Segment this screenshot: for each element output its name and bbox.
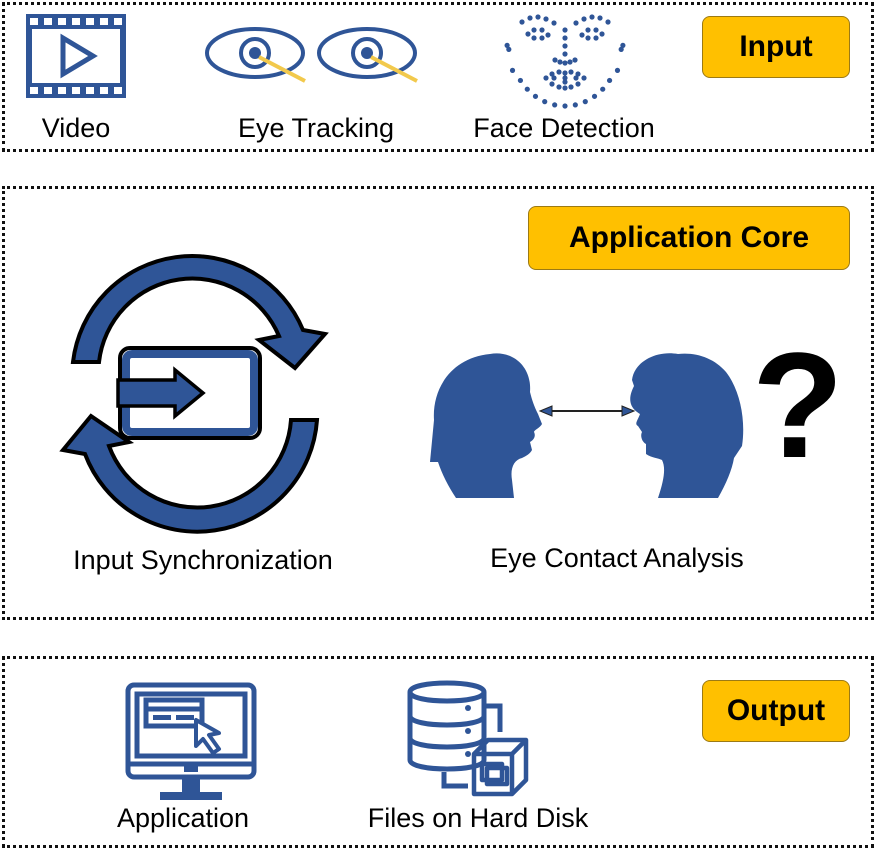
face-landmark-dot <box>562 51 568 57</box>
eye-tracking-icon <box>205 27 418 83</box>
face-landmark-dot <box>531 35 537 41</box>
face-landmark-dot <box>556 84 562 90</box>
face-landmark-dot <box>605 19 611 25</box>
face-landmarks-icon <box>504 14 626 109</box>
face-landmark-dot <box>527 15 533 21</box>
face-landmark-dot <box>579 32 585 38</box>
face-landmark-dot <box>545 32 551 38</box>
monitor-app-icon <box>125 682 257 800</box>
application-label: Application <box>116 803 250 833</box>
face-landmark-dot <box>585 35 591 41</box>
face-landmark-dot <box>573 20 579 26</box>
face-landmark-dot <box>504 42 510 48</box>
face-landmark-dot <box>552 102 558 108</box>
output-section <box>2 656 874 848</box>
eye-contact-label: Eye Contact Analysis <box>490 543 744 573</box>
input-tag: Input <box>702 16 850 78</box>
face-landmark-dot <box>567 59 573 65</box>
core-section <box>2 186 874 620</box>
face-landmark-dot <box>552 57 558 63</box>
face-landmark-dot <box>600 86 606 92</box>
face-landmark-dot <box>575 81 581 87</box>
face-landmark-dot <box>593 35 599 41</box>
face-landmark-dot <box>562 60 568 66</box>
face-landmark-dot <box>585 27 591 33</box>
face-landmark-dot <box>572 57 578 63</box>
face-landmark-dot <box>620 42 626 48</box>
face-landmark-dot <box>568 84 574 90</box>
face-landmark-dot <box>562 27 568 33</box>
face-landmark-dot <box>562 79 568 85</box>
face-landmark-dot <box>582 99 588 105</box>
database-icon <box>407 680 529 797</box>
face-landmark-dot <box>539 27 545 33</box>
face-landmark-dot <box>593 27 599 33</box>
face-landmark-dot <box>557 59 563 65</box>
face-landmark-dot <box>532 93 539 99</box>
face-detection-label: Face Detection <box>473 113 655 143</box>
face-landmark-dot <box>573 75 579 81</box>
face-landmark-dot <box>581 75 587 81</box>
eye-tracking-label: Eye Tracking <box>237 113 395 143</box>
face-landmark-dot <box>562 103 568 109</box>
video-icon <box>26 14 126 98</box>
face-landmark-dot <box>543 75 549 81</box>
question-mark: ? <box>752 321 844 489</box>
face-landmark-dot <box>599 31 605 37</box>
face-landmark-dot <box>506 46 512 52</box>
face-landmark-dot <box>524 86 530 92</box>
face-landmark-dot <box>581 16 587 22</box>
sync-arrows-icon <box>59 254 329 534</box>
face-landmark-dot <box>606 77 613 84</box>
face-landmark-dot <box>575 71 581 77</box>
face-landmark-dot <box>535 14 541 20</box>
face-landmark-dot <box>591 93 598 99</box>
face-landmark-dot <box>551 20 557 26</box>
input-section <box>2 2 874 152</box>
output-tag: Output <box>702 680 850 742</box>
two-heads-icon <box>430 353 744 498</box>
core-tag: Application Core <box>528 206 850 270</box>
video-label: Video <box>41 113 111 143</box>
face-landmark-dot <box>618 46 624 52</box>
face-landmark-dot <box>562 70 568 76</box>
face-landmark-dot <box>562 43 568 49</box>
face-landmark-dot <box>562 75 568 81</box>
input-sync-label: Input Synchronization <box>73 545 333 575</box>
face-landmark-dot <box>549 81 555 87</box>
face-landmark-dot <box>531 27 537 33</box>
face-landmark-dot <box>539 35 545 41</box>
files-label: Files on Hard Disk <box>367 803 589 833</box>
face-landmark-dot <box>572 102 578 108</box>
face-landmark-dot <box>542 99 548 105</box>
face-landmark-dot <box>589 14 595 20</box>
face-landmark-dot <box>597 15 603 21</box>
face-landmark-dot <box>543 16 549 22</box>
face-landmark-dot <box>525 31 531 37</box>
face-landmark-dot <box>551 75 557 81</box>
face-landmark-dot <box>568 69 574 75</box>
face-landmark-dot <box>556 69 562 75</box>
face-landmark-dot <box>517 77 524 84</box>
face-landmark-dot <box>549 71 555 77</box>
face-landmark-dot <box>614 67 621 73</box>
face-landmark-dot <box>509 67 516 73</box>
face-landmark-dot <box>519 19 525 25</box>
face-landmark-dot <box>562 85 568 91</box>
face-landmark-dot <box>562 35 568 41</box>
